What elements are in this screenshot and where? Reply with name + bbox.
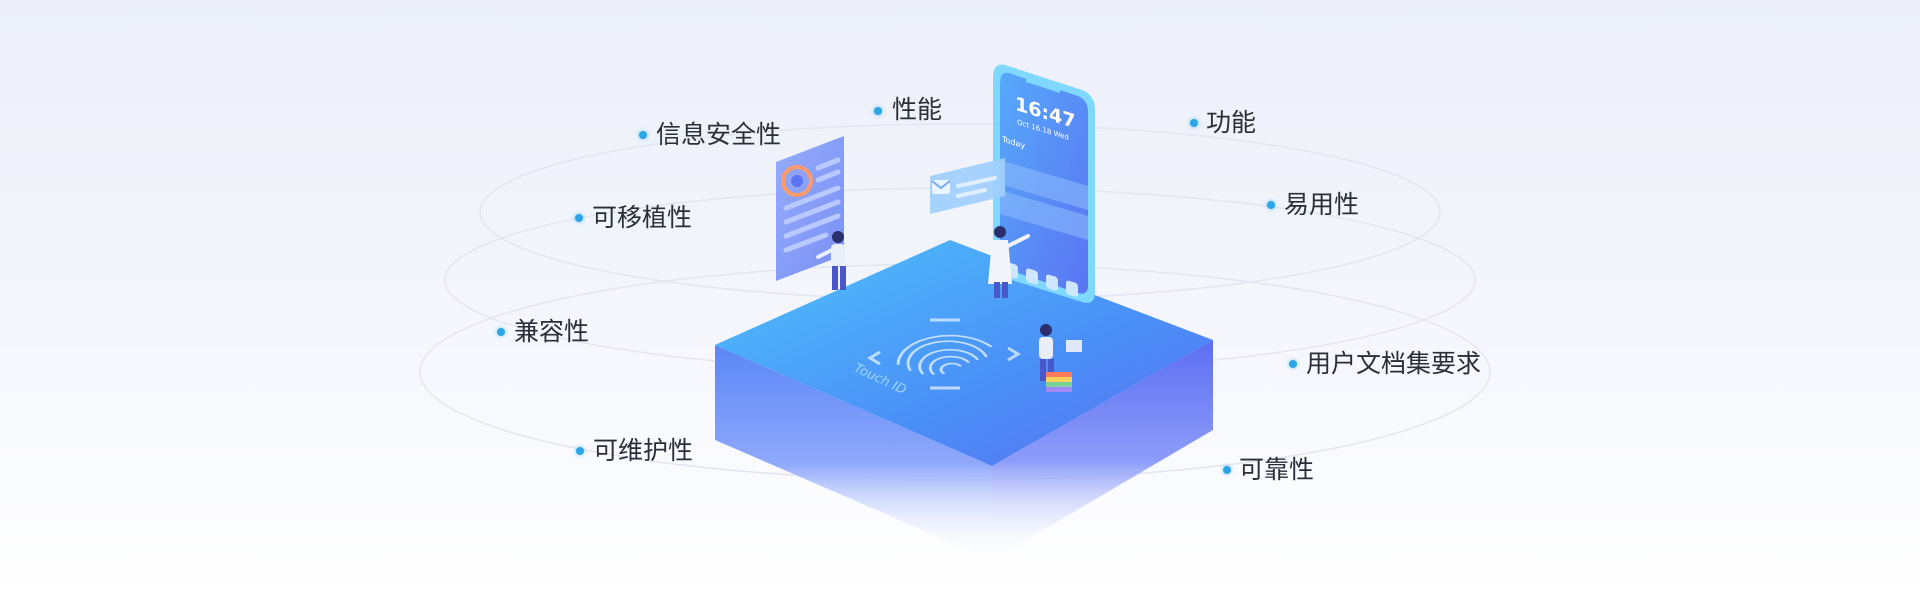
label-dot: [874, 107, 882, 115]
label-usability: 易用性: [1284, 190, 1360, 219]
label-performance: 性能: [892, 95, 943, 124]
smartphone: [993, 64, 1095, 303]
label-info-security: 信息安全性: [656, 120, 782, 149]
label-dot: [1267, 201, 1275, 209]
phone-notch: [1026, 78, 1060, 93]
label-user-docs: 用户文档集要求: [1306, 349, 1482, 378]
person-phone: [988, 226, 1030, 298]
label-dot: [576, 447, 584, 455]
platform: [715, 240, 1213, 560]
platform-right-face: [992, 340, 1213, 560]
notification-card: [930, 158, 1005, 214]
mail-icon: [1066, 280, 1078, 297]
label-dot: [497, 328, 505, 336]
label-reliability: 可靠性: [1239, 455, 1315, 484]
platform-left-face: [715, 345, 992, 560]
music-icon: [1026, 268, 1038, 285]
label-compatibility: 兼容性: [514, 317, 590, 346]
person-document: [816, 231, 846, 290]
label-dot: [1223, 466, 1231, 474]
chat-icon: [1046, 274, 1058, 291]
label-dot: [639, 131, 647, 139]
chart-ring-icon: [781, 165, 813, 197]
chevron-left-icon: [867, 350, 881, 366]
label-dot: [575, 214, 583, 222]
chevron-right-icon: [1007, 346, 1021, 362]
label-dot: [1190, 119, 1198, 127]
label-maintainability: 可维护性: [593, 436, 694, 465]
label-dot: [1289, 360, 1297, 368]
book-stack-icon: [1046, 372, 1072, 392]
scan-frame: [867, 318, 1021, 390]
document-panel: [776, 136, 844, 281]
phone-dock: [1006, 262, 1078, 297]
label-portability: 可移植性: [592, 203, 693, 232]
fingerprint-icon: [896, 334, 993, 375]
person-laptop: [1039, 324, 1082, 392]
laptop-icon: [1066, 340, 1082, 352]
label-function: 功能: [1206, 108, 1257, 137]
